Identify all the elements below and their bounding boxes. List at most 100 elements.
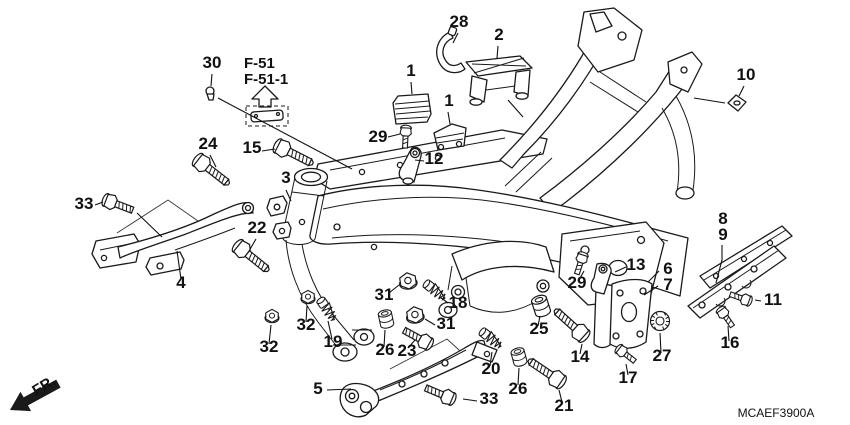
leader-line-16 — [727, 325, 730, 342]
leader-line-28 — [452, 32, 459, 44]
leader-line-18 — [439, 296, 449, 304]
leader-line-30 — [217, 97, 353, 170]
part-13-hook — [590, 262, 612, 295]
leader-line-5 — [326, 388, 352, 391]
callout-28: 28 — [450, 12, 469, 31]
ref-label-1: F-51 — [244, 55, 275, 72]
part-1-pad-a — [392, 93, 432, 125]
diagram-code: MCAEF3900A — [738, 406, 815, 420]
callout-13: 13 — [627, 255, 646, 274]
leader-line-9 — [715, 259, 723, 284]
leader-line-11 — [754, 299, 762, 302]
leader-line-25 — [537, 315, 541, 327]
part-6-7-side-plates — [593, 278, 653, 349]
leader-line-33 — [94, 201, 104, 206]
leader-line-14 — [579, 343, 583, 355]
callout-29: 29 — [369, 127, 388, 146]
leader-line-24 — [209, 154, 217, 168]
callout-15: 15 — [243, 138, 262, 157]
leader-line-2 — [496, 45, 499, 59]
part-28-clamp — [436, 26, 466, 74]
leader-line-22 — [248, 238, 257, 252]
callout-3: 3 — [281, 168, 290, 187]
leader-line-20 — [489, 351, 493, 367]
ref-plate — [250, 109, 284, 123]
leader-line-10 — [693, 97, 726, 104]
callout-31: 31 — [437, 314, 456, 333]
callout-26: 26 — [376, 340, 395, 359]
callout-18: 18 — [449, 293, 468, 312]
callout-23: 23 — [398, 341, 417, 360]
nut-27 — [649, 310, 671, 332]
leader-line-27 — [659, 332, 662, 354]
leader-line-10 — [738, 85, 745, 97]
leader-line-3 — [285, 189, 292, 202]
callout-16: 16 — [721, 333, 740, 352]
leader-line-7 — [643, 285, 659, 296]
leader-line-33 — [462, 398, 478, 402]
part-10-rubber — [727, 94, 747, 112]
part-5-lower-bracket — [339, 338, 498, 418]
callout-12: 12 — [425, 149, 444, 168]
callout-33: 33 — [75, 194, 94, 213]
callout-33: 33 — [480, 389, 499, 408]
callout-9: 9 — [718, 225, 727, 244]
callout-30: 30 — [203, 53, 222, 72]
callout-21: 21 — [555, 396, 574, 415]
leader-line-30 — [210, 73, 213, 87]
callout-6: 6 — [663, 259, 672, 278]
callout-32: 32 — [297, 315, 316, 334]
callout-26: 26 — [509, 379, 528, 398]
leader-line-29 — [578, 270, 585, 281]
leader-line-2 — [507, 99, 524, 118]
dashed-box — [245, 105, 289, 127]
leader-line-6 — [647, 270, 660, 283]
leader-line-12 — [414, 159, 425, 162]
leader-line-33 — [136, 212, 163, 238]
callout-22: 22 — [248, 218, 267, 237]
up-arrow-icon — [251, 85, 279, 108]
callout-11: 11 — [764, 290, 782, 309]
leader-line-26 — [517, 367, 520, 386]
leader-line-31 — [388, 284, 400, 294]
leader-line-31 — [424, 318, 436, 326]
callout-31: 31 — [375, 285, 394, 304]
callout-1: 1 — [406, 61, 415, 80]
fr-arrow-icon — [10, 379, 61, 412]
callout-5: 5 — [313, 379, 322, 398]
leader-line-1 — [447, 111, 451, 125]
leader-line-1 — [410, 81, 413, 95]
leader-line-17 — [625, 363, 629, 376]
callout-1: 1 — [444, 91, 453, 110]
ref-block: F-51 F-51-1 — [244, 55, 289, 127]
part-8-9-side-rails — [687, 225, 793, 319]
ref-label-2: F-51-1 — [244, 71, 288, 88]
part-4-front-bracket — [91, 199, 255, 276]
callout-19: 19 — [324, 332, 343, 351]
leader-line-23 — [407, 339, 416, 349]
leader-line-4 — [176, 250, 182, 280]
leader-line-32 — [305, 305, 308, 323]
leader-line-21 — [558, 389, 563, 403]
leader-line-15 — [261, 148, 276, 152]
part-30-rivet — [205, 86, 215, 101]
callout-27: 27 — [653, 346, 672, 365]
callout-4: 4 — [176, 273, 186, 292]
callout-25: 25 — [530, 319, 549, 338]
callout-20: 20 — [482, 359, 501, 378]
callout-14: 14 — [571, 347, 590, 366]
leader-line-32 — [268, 324, 272, 345]
callout-8: 8 — [718, 209, 727, 228]
frame-head-tube — [266, 167, 329, 246]
callout-17: 17 — [619, 368, 638, 387]
leader-line-29 — [387, 133, 401, 138]
part-2-bracket — [465, 55, 533, 106]
callout-2: 2 — [494, 25, 503, 44]
callout-10: 10 — [737, 65, 756, 84]
part-12-hook — [398, 146, 422, 185]
callout-24: 24 — [199, 134, 218, 153]
frame-engine-hanger — [438, 240, 555, 319]
